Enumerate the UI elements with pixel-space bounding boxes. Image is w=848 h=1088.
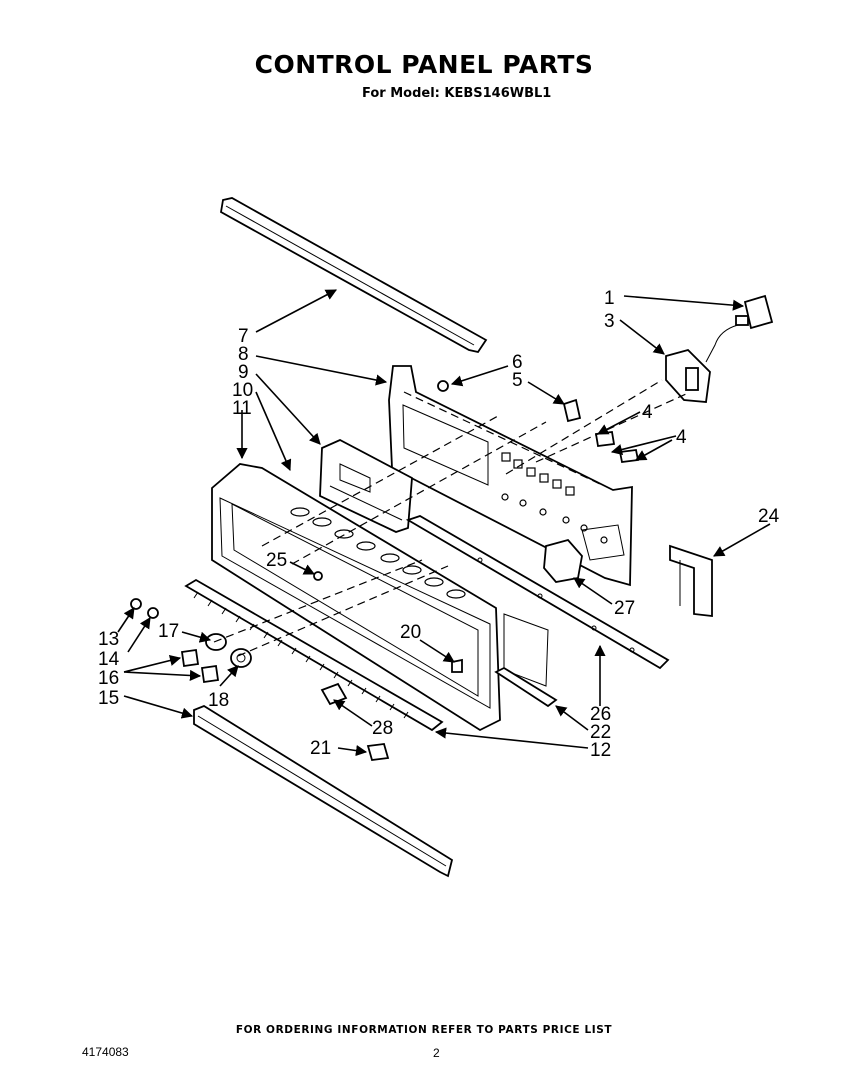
switch-bracket — [665, 348, 711, 403]
callout-20: 20 — [400, 622, 421, 643]
callout-18: 18 — [208, 690, 229, 711]
callout-10: 10 — [232, 380, 253, 401]
light-socket — [451, 658, 463, 673]
callout-7: 7 — [238, 326, 249, 347]
callout-25: 25 — [266, 550, 287, 571]
callout-4b: 4 — [676, 427, 687, 448]
ordering-note: FOR ORDERING INFORMATION REFER TO PARTS … — [235, 1024, 613, 1036]
mounting-plate — [388, 365, 633, 587]
display-board — [319, 439, 413, 533]
callout-9: 9 — [238, 362, 249, 383]
spacer-rod-b — [618, 449, 640, 463]
callout-15: 15 — [98, 688, 119, 709]
push-nut — [313, 571, 323, 581]
side-bracket — [669, 544, 713, 618]
switch-part — [705, 294, 774, 363]
button-actuator — [320, 682, 348, 706]
callout-13: 13 — [98, 629, 119, 650]
callout-labels: 1 3 4 4 5 6 7 8 9 10 11 12 13 14 15 16 1… — [98, 288, 780, 761]
callout-24: 24 — [758, 506, 780, 527]
callout-21: 21 — [310, 738, 331, 759]
bottom-trim-strip — [193, 704, 454, 878]
callout-3: 3 — [604, 311, 615, 332]
spacer — [147, 607, 159, 619]
small-rail — [494, 666, 558, 708]
callout-27: 27 — [614, 598, 635, 619]
top-trim-strip — [220, 197, 488, 354]
document-number: 4174083 — [82, 1045, 129, 1059]
callout-14: 14 — [98, 649, 120, 670]
screw — [130, 598, 142, 610]
callout-26: 26 — [590, 704, 611, 725]
page-title: CONTROL PANEL PARTS — [254, 50, 594, 79]
callout-4a: 4 — [642, 402, 653, 423]
callout-6: 6 — [512, 352, 523, 373]
callout-12: 12 — [590, 740, 611, 761]
support-rail — [405, 515, 670, 670]
knob-lower — [200, 664, 220, 684]
control-panel-housing — [211, 463, 549, 732]
knob-upper — [180, 648, 200, 668]
callout-1: 1 — [604, 288, 615, 309]
knob-disc — [205, 633, 227, 651]
callout-17: 17 — [158, 621, 179, 642]
callout-5: 5 — [512, 370, 523, 391]
hex-nut — [437, 380, 449, 392]
callout-22: 22 — [590, 722, 611, 743]
knob-bezel — [230, 648, 252, 668]
callout-11: 11 — [232, 398, 252, 419]
lower-grille — [184, 578, 444, 732]
page-number: 2 — [433, 1046, 440, 1060]
callout-8: 8 — [238, 344, 249, 365]
door-switch — [366, 743, 390, 761]
callout-28: 28 — [372, 718, 393, 739]
leader-lines — [117, 289, 771, 757]
callout-16: 16 — [98, 668, 119, 689]
connector-clip — [562, 398, 582, 423]
model-subtitle: For Model: KEBS146WBL1 — [362, 86, 552, 101]
